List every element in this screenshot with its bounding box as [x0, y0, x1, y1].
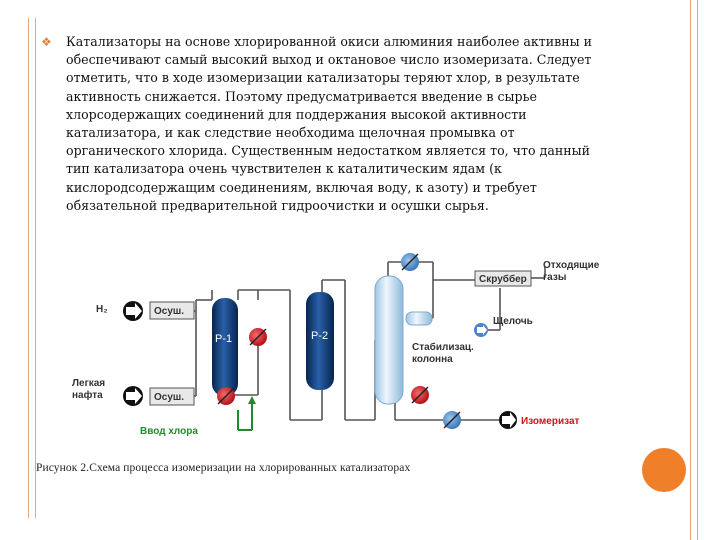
feed-inlet-arrow-icon [123, 386, 143, 406]
dryer-1-label: Осуш. [154, 306, 184, 317]
body-paragraph: Катализаторы на основе хлорированной оки… [66, 34, 593, 213]
dryer-2: Осуш. [149, 387, 195, 406]
alkali-label: Щелочь [493, 316, 533, 327]
chlorine-label: Ввод хлора [140, 426, 198, 437]
figure-caption: Рисунок 2.Схема процесса изомеризации на… [36, 462, 411, 474]
stabilization-column [374, 275, 404, 405]
dryer-1: Осуш. [149, 301, 195, 320]
column-label-line1: Стабилизац. [412, 341, 474, 353]
offgas-label-line1: Отходящие [543, 260, 600, 271]
h2-inlet-arrow-icon [123, 301, 143, 321]
column-label-line2: колонна [412, 354, 453, 365]
reactor-1-label: P-1 [215, 333, 232, 345]
reactor-2: P-2 [306, 292, 334, 390]
cooler-top-icon [401, 253, 419, 271]
slide-frame-right [690, 0, 698, 540]
heater-2-icon [217, 387, 235, 405]
reflux-drum [405, 311, 433, 326]
cooler-bottom-icon [443, 411, 461, 429]
slide-frame-left [28, 18, 36, 518]
decorative-circle [642, 448, 686, 492]
reactor-1: P-1 [212, 298, 238, 396]
product-label: Изомеризат [521, 416, 580, 427]
h2-label: H₂ [96, 304, 108, 315]
dryer-2-label: Осуш. [154, 392, 184, 403]
chlorine-line [237, 396, 256, 431]
scrubber: Скруббер [474, 270, 532, 287]
product-arrow-icon [499, 411, 517, 429]
bullet-icon: ❖ [41, 35, 52, 49]
scrubber-label: Скруббер [479, 273, 527, 285]
alkali-arrow-icon [474, 323, 488, 337]
feed-label-line2: нафта [72, 389, 103, 401]
feed-label-line1: Легкая [72, 378, 105, 389]
heater-1-icon [249, 328, 267, 346]
heater-3-icon [411, 386, 429, 404]
reactor-2-label: P-2 [311, 330, 328, 342]
offgas-label-line2: газы [543, 272, 566, 283]
